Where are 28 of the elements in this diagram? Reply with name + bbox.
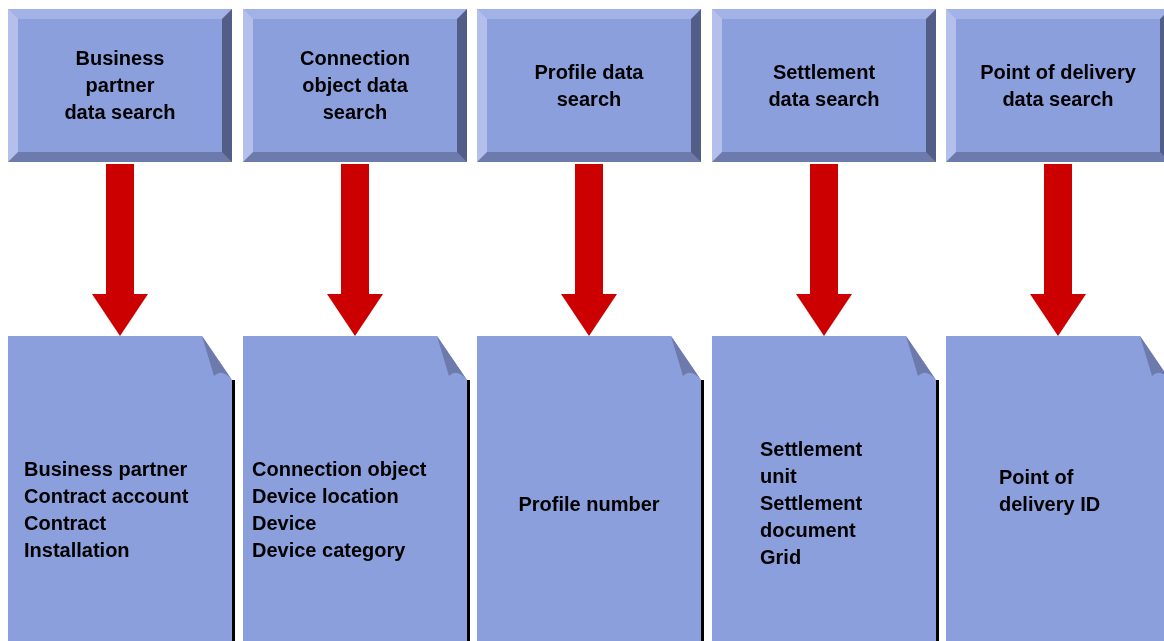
arrow: [327, 164, 383, 336]
arrow: [92, 164, 148, 336]
box-title: Connection object data search: [299, 46, 411, 125]
document-item: Settlement unit: [760, 437, 864, 489]
search-box: [8, 9, 232, 162]
document-item: Profile number: [518, 492, 660, 517]
box-title: Point of delivery data search: [979, 59, 1137, 112]
document-item: Settlement document: [760, 491, 864, 543]
document-item: Grid: [760, 545, 802, 570]
document-item: Business partner: [24, 457, 188, 482]
document-item: Installation: [24, 538, 130, 563]
document-item: Connection object: [252, 457, 427, 482]
document-item: Device: [252, 511, 317, 536]
document-item: Device location: [252, 484, 399, 509]
box-title: Business partner data search: [64, 46, 176, 125]
document-item: Contract: [24, 511, 107, 536]
search-box: [946, 9, 1164, 162]
search-box: [477, 9, 701, 162]
document-item: Point of delivery ID: [999, 465, 1102, 517]
document-item: Device category: [252, 538, 406, 563]
arrow: [561, 164, 617, 336]
box-title: Settlement data search: [767, 59, 881, 112]
search-box: [243, 9, 467, 162]
box-title: Profile data search: [533, 59, 645, 112]
search-box: [712, 9, 936, 162]
arrow: [1030, 164, 1086, 336]
arrow: [796, 164, 852, 336]
document-item: Contract account: [24, 484, 189, 509]
